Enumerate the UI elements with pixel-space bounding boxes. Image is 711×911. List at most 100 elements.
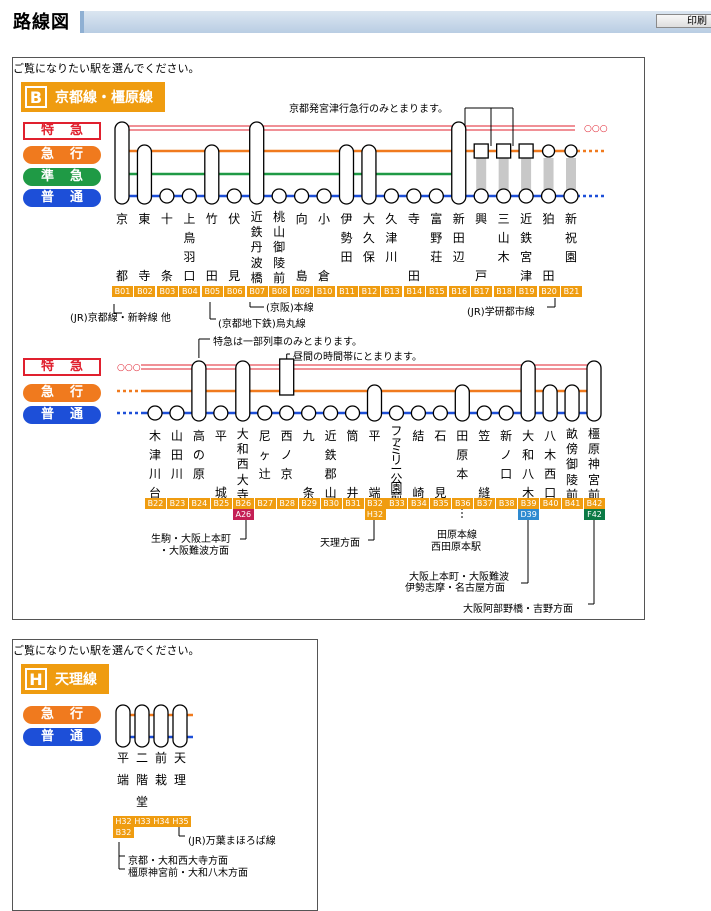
- kash-code-B34[interactable]: B34: [408, 498, 430, 509]
- kyoto-code-B02[interactable]: B02: [134, 286, 156, 297]
- tenri-station-H34[interactable]: 前栽: [154, 751, 167, 787]
- kyoto-station-B04[interactable]: 上鳥羽口: [183, 212, 196, 283]
- kash-station-B34[interactable]: 結崎: [409, 427, 427, 503]
- kash-code-B42[interactable]: B42: [584, 498, 605, 509]
- tenri-code-H35[interactable]: H35: [170, 816, 191, 827]
- kash-code-B32[interactable]: B32: [364, 498, 386, 509]
- kyoto-code-B20[interactable]: B20: [538, 286, 560, 297]
- kash-station-B37[interactable]: 笠縫: [475, 427, 493, 503]
- kash-station-B30[interactable]: 近鉄郡山: [324, 429, 337, 500]
- kyoto-code-B19[interactable]: B19: [516, 286, 538, 297]
- kyoto-station-B14[interactable]: 寺田: [405, 210, 423, 286]
- legend-limited-express[interactable]: 特急: [23, 122, 101, 140]
- legend-express-tenri[interactable]: 急行: [23, 706, 101, 724]
- kyoto-code-B21[interactable]: B21: [561, 286, 582, 297]
- kash-code2-A26[interactable]: A26: [232, 509, 254, 520]
- kash-code-B36[interactable]: B36: [452, 498, 474, 509]
- kash-station-B38[interactable]: 新ノ口: [500, 429, 513, 481]
- kash-code-B40[interactable]: B40: [540, 498, 562, 509]
- kash-station-B42[interactable]: 橿原神宮前: [587, 427, 600, 502]
- legend-local[interactable]: 普通: [23, 189, 101, 207]
- kash-code-B31[interactable]: B31: [342, 498, 364, 509]
- tenri-code-H33[interactable]: H33: [132, 816, 153, 827]
- kyoto-code-B09[interactable]: B09: [291, 286, 313, 297]
- kyoto-code-B15[interactable]: B15: [426, 286, 448, 297]
- kyoto-station-B19[interactable]: 近鉄宮津: [520, 212, 533, 283]
- kyoto-code-B11[interactable]: B11: [336, 286, 358, 297]
- kyoto-code-B12[interactable]: B12: [358, 286, 380, 297]
- kyoto-code-B07[interactable]: B07: [246, 286, 268, 297]
- kyoto-station-B01[interactable]: 京都: [113, 210, 131, 286]
- kash-code-B30[interactable]: B30: [320, 498, 342, 509]
- kyoto-code-B10[interactable]: B10: [314, 286, 336, 297]
- kyoto-code-B05[interactable]: B05: [201, 286, 223, 297]
- kyoto-station-B08[interactable]: 桃山御陵前: [273, 210, 286, 285]
- kyoto-code-B17[interactable]: B17: [471, 286, 493, 297]
- legend-express[interactable]: 急行: [23, 146, 101, 164]
- kash-code-B37[interactable]: B37: [474, 498, 496, 509]
- kash-station-B31[interactable]: 筒井: [344, 427, 362, 503]
- kash-station-B33[interactable]: ファミリー公園前: [390, 424, 403, 504]
- kyoto-code-B14[interactable]: B14: [403, 286, 425, 297]
- tenri-station-H33[interactable]: 二階堂: [135, 751, 148, 809]
- kyoto-station-B06[interactable]: 伏見: [225, 210, 243, 286]
- kash-code-B27[interactable]: B27: [254, 498, 276, 509]
- kash-code-B39[interactable]: B39: [518, 498, 540, 509]
- kash-station-B24[interactable]: 高の原: [192, 429, 205, 481]
- kash-station-B35[interactable]: 石見: [431, 427, 449, 503]
- kyoto-code-B08[interactable]: B08: [269, 286, 291, 297]
- legend-limited-express-2[interactable]: 特急: [23, 358, 101, 376]
- kash-code2-F42[interactable]: F42: [584, 509, 605, 520]
- kash-code-B35[interactable]: B35: [430, 498, 452, 509]
- kyoto-station-B21[interactable]: 新祝園: [564, 212, 577, 264]
- legend-semi-express[interactable]: 準急: [23, 168, 101, 186]
- kyoto-station-B02[interactable]: 東寺: [135, 210, 153, 286]
- kyoto-code-B06[interactable]: B06: [224, 286, 246, 297]
- kash-station-B36[interactable]: 田原本: [456, 429, 469, 481]
- kyoto-station-B18[interactable]: 三山木: [497, 212, 510, 264]
- kash-code-B28[interactable]: B28: [276, 498, 298, 509]
- legend-local-2[interactable]: 普通: [23, 406, 101, 424]
- kash-code-B41[interactable]: B41: [562, 498, 584, 509]
- kyoto-station-B15[interactable]: 富野荘: [430, 212, 443, 264]
- kyoto-code-B04[interactable]: B04: [179, 286, 201, 297]
- kash-station-B22[interactable]: 木津川台: [148, 429, 161, 500]
- tenri-station-H32[interactable]: 平端: [116, 751, 129, 787]
- kash-station-B23[interactable]: 山田川: [170, 429, 183, 481]
- tenri-code-H32[interactable]: H32: [113, 816, 134, 827]
- kyoto-code-B16[interactable]: B16: [448, 286, 470, 297]
- tenri-station-H35[interactable]: 天理: [173, 751, 186, 787]
- kyoto-station-B17[interactable]: 興戸: [472, 210, 490, 286]
- kash-code-B29[interactable]: B29: [298, 498, 320, 509]
- kyoto-station-B07[interactable]: 近鉄丹波橋: [250, 210, 263, 285]
- kyoto-station-B13[interactable]: 久津川: [385, 212, 398, 264]
- legend-local-tenri[interactable]: 普通: [23, 728, 101, 746]
- kyoto-station-B16[interactable]: 新田辺: [452, 212, 465, 264]
- kyoto-station-B05[interactable]: 竹田: [203, 210, 221, 286]
- tenri-code2-B32[interactable]: B32: [113, 827, 134, 838]
- kash-station-B39[interactable]: 大和八木: [522, 429, 535, 500]
- kash-station-B41[interactable]: 畝傍御陵前: [566, 427, 579, 502]
- kyoto-code-B13[interactable]: B13: [381, 286, 403, 297]
- kash-code-B23[interactable]: B23: [166, 498, 188, 509]
- kash-station-B32[interactable]: 平端: [366, 427, 384, 503]
- kash-code2-H32[interactable]: H32: [364, 509, 386, 520]
- kyoto-code-B01[interactable]: B01: [112, 286, 133, 297]
- kash-station-B27[interactable]: 尼ヶ辻: [258, 429, 271, 481]
- kyoto-code-B03[interactable]: B03: [156, 286, 178, 297]
- kyoto-station-B11[interactable]: 伊勢田: [340, 212, 353, 264]
- kash-station-B29[interactable]: 九条: [300, 427, 318, 503]
- kyoto-station-B10[interactable]: 小倉: [315, 210, 333, 286]
- kash-code-B24[interactable]: B24: [188, 498, 210, 509]
- kash-code-B33[interactable]: B33: [386, 498, 408, 509]
- kash-station-B26[interactable]: 大和西大寺: [236, 427, 249, 502]
- tenri-code-H34[interactable]: H34: [151, 816, 172, 827]
- kyoto-station-B12[interactable]: 大久保: [362, 212, 375, 264]
- kyoto-station-B03[interactable]: 十条: [158, 210, 176, 286]
- print-button[interactable]: 印刷: [656, 14, 711, 28]
- kash-code-B26[interactable]: B26: [232, 498, 254, 509]
- kyoto-station-B20[interactable]: 狛田: [540, 210, 558, 286]
- kash-station-B40[interactable]: 八木西口: [544, 429, 557, 500]
- kash-code2-D39[interactable]: D39: [518, 509, 540, 520]
- kash-code-B38[interactable]: B38: [496, 498, 518, 509]
